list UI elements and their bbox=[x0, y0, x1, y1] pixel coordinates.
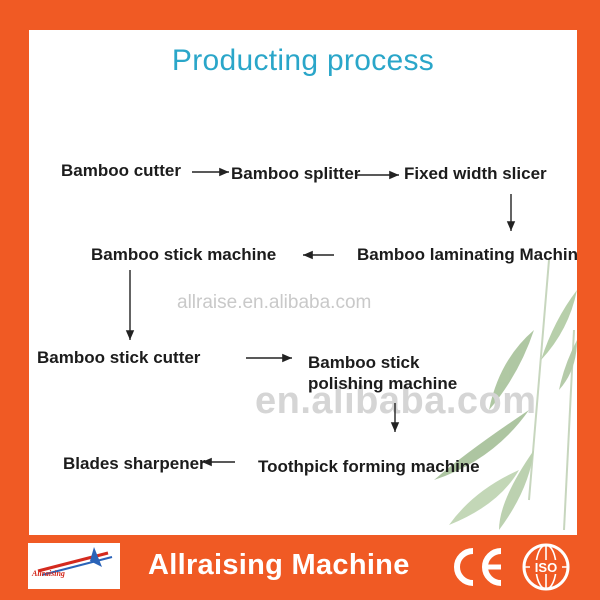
step-bamboo-stick-cutter: Bamboo stick cutter bbox=[37, 348, 201, 367]
step-toothpick-forming-machine: Toothpick forming machine bbox=[258, 457, 480, 476]
ce-mark-icon bbox=[454, 548, 502, 586]
bamboo-leaves-decoration bbox=[434, 259, 577, 531]
step-bamboo-stick-polishing-machine: Bamboo stick polishing machine bbox=[308, 353, 458, 393]
company-logo: Allraising bbox=[28, 543, 120, 589]
step-fixed-width-slicer: Fixed width slicer bbox=[404, 164, 547, 183]
flow-arrows bbox=[125, 167, 516, 467]
logo-emblem-icon bbox=[37, 547, 113, 576]
site-watermark: allraise.en.alibaba.com bbox=[177, 292, 372, 313]
diagram-title: Producting process bbox=[171, 44, 435, 77]
iso-mark-icon: ISO bbox=[522, 543, 570, 591]
process-diagram-canvas: Producting process allraise.en.alibaba.c… bbox=[29, 30, 577, 535]
step-blades-sharpener: Blades sharpener bbox=[63, 454, 206, 473]
footer-bar: Allraising Allraising Machine ISO bbox=[0, 535, 600, 600]
step-bamboo-splitter: Bamboo splitter bbox=[231, 164, 361, 183]
step-bamboo-stick-machine: Bamboo stick machine bbox=[91, 245, 277, 264]
step-bamboo-cutter: Bamboo cutter bbox=[61, 161, 181, 180]
logo-text: Allraising bbox=[32, 569, 65, 578]
iso-mark-text: ISO bbox=[535, 560, 557, 575]
step-bamboo-laminating-machine: Bamboo laminating Machine bbox=[357, 245, 577, 264]
brand-name: Allraising Machine bbox=[148, 549, 410, 581]
